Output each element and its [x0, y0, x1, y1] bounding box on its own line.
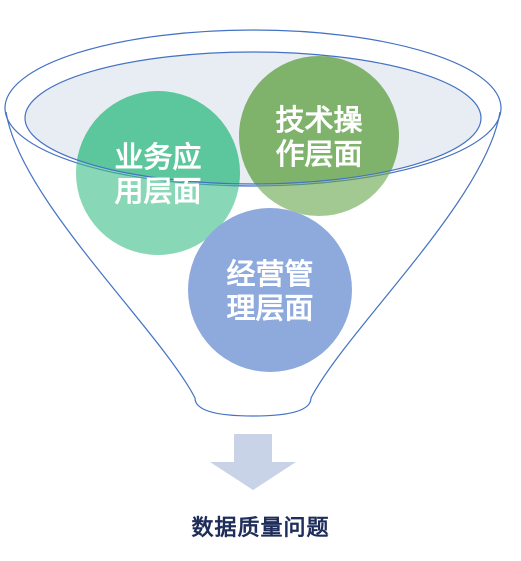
funnel-svg: 业务应 用层面 技术操 作层面 经营管 理层面 — [4, 29, 502, 490]
business-label-line2: 用层面 — [114, 174, 201, 208]
management-label-line2: 理层面 — [226, 291, 313, 325]
funnel-rim-outer — [4, 29, 502, 187]
caption-text: 数据质量问题 — [191, 516, 330, 541]
business-circle-tint — [76, 91, 240, 184]
technical-circle-tint — [239, 56, 399, 184]
business-label-line1: 业务应 — [114, 140, 201, 174]
funnel-rim-inner-stroke — [24, 51, 482, 185]
funnel-icon — [5, 111, 501, 417]
management-label-line1: 经营管 — [226, 257, 313, 291]
technical-label-line1: 技术操 — [275, 103, 363, 137]
technical-label-line2: 作层面 — [275, 137, 362, 171]
management-circle — [188, 208, 352, 372]
down-arrow-icon — [210, 434, 296, 490]
